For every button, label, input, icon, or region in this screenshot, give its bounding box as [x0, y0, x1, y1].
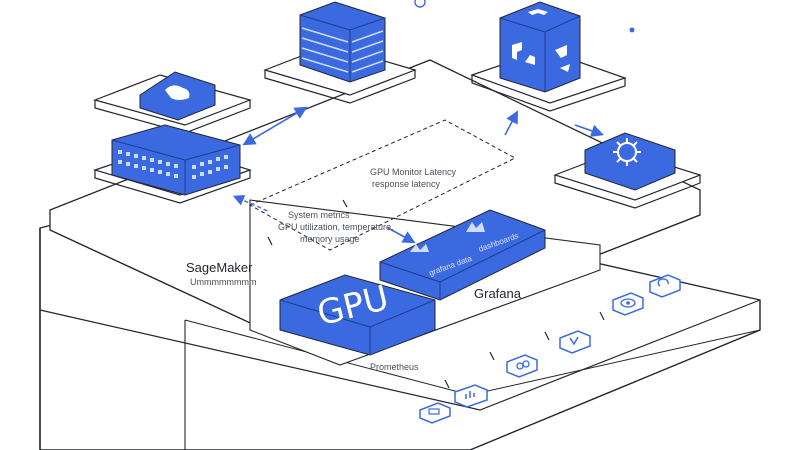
decor-dot [629, 27, 635, 33]
label-gpu-latency-2: response latency [372, 179, 441, 189]
recycle-cube-icon [499, 1, 581, 93]
label-gpu-latency-1: GPU Monitor Latency [370, 167, 457, 177]
chevron-down-icon[interactable] [559, 330, 591, 354]
folder-icon[interactable] [419, 402, 451, 424]
label-system-metrics-2: GPU utilization, temperature, [278, 222, 394, 232]
cloud-arrows-icon [139, 71, 216, 121]
label-system-metrics-3: memory usage [300, 234, 360, 244]
label-sagemaker-sub: Ummmmmmmm [190, 277, 256, 287]
row-icons [419, 274, 681, 424]
arrow-down-datacenter [232, 195, 271, 213]
arrow-to-grafana [387, 227, 416, 244]
label-sagemaker: SageMaker [186, 260, 253, 275]
label-prometheus: Prometheus [370, 362, 419, 372]
link-icon[interactable] [506, 354, 538, 378]
eye-icon[interactable] [612, 292, 644, 316]
storage-stack-icon [299, 1, 386, 83]
refresh-icon[interactable] [649, 274, 681, 298]
chart-icon[interactable] [454, 384, 488, 408]
decor-dot [414, 0, 426, 8]
grafana-tile [379, 209, 546, 301]
dashed-region [248, 119, 517, 251]
arrow-to-cube [504, 110, 518, 136]
arrow-gear [574, 124, 605, 137]
label-system-metrics-1: System metrics [288, 210, 350, 220]
arrow-sagemaker-storage [242, 106, 308, 146]
divider-ticks [267, 199, 605, 389]
server-rack-icon [111, 124, 241, 196]
label-grafana: Grafana [474, 286, 522, 301]
gpu-tile [279, 274, 436, 356]
gear-icon [584, 132, 676, 191]
